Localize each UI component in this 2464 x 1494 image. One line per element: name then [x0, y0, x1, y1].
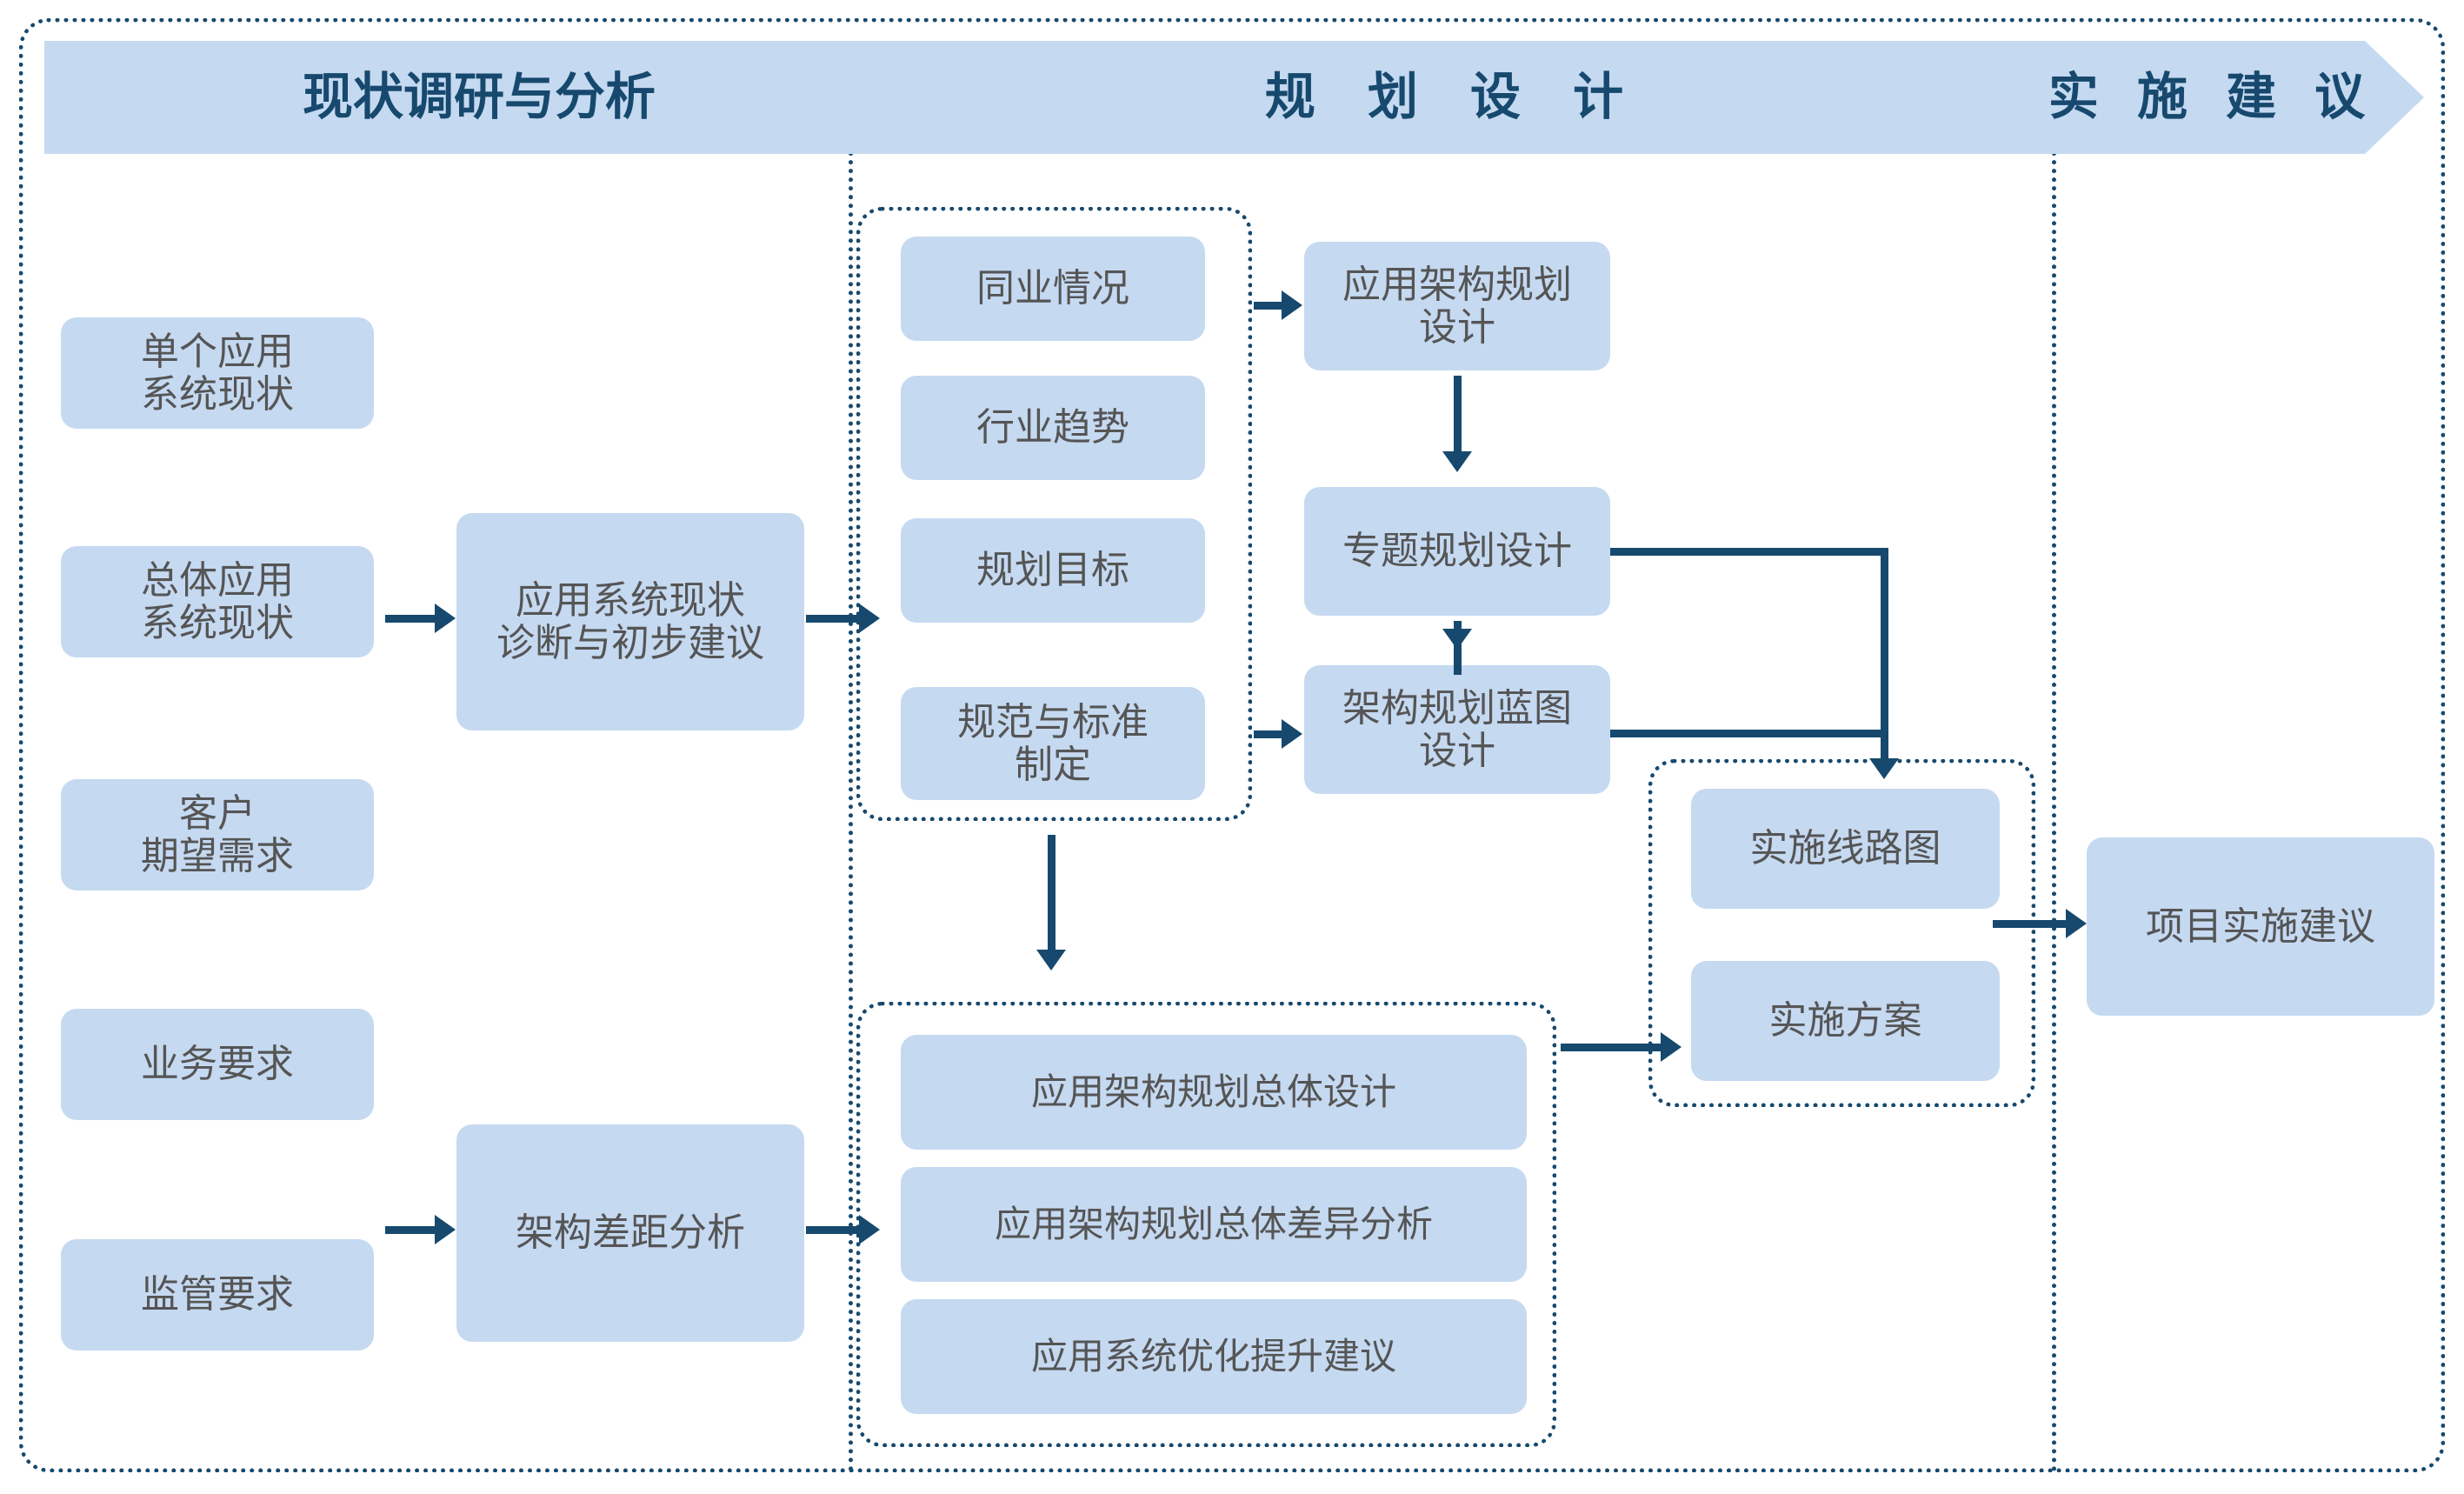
node-overall-2[interactable]: 应用架构规划总体差异分析 — [901, 1167, 1527, 1282]
connector-input4-analysis2-line — [385, 1226, 436, 1234]
node-impl-2[interactable]: 实施方案 — [1691, 961, 2000, 1081]
phase-divider-2 — [2052, 90, 2056, 1472]
node-input-2[interactable]: 总体应用 系统现状 — [61, 546, 374, 657]
group-overall-design — [856, 1002, 1556, 1447]
connector-analysis1-planninggroup-arrow — [859, 604, 880, 633]
connector-planninggroup-overallgroup-line — [1048, 835, 1056, 957]
node-analysis-2[interactable]: 架构差距分析 — [456, 1124, 804, 1342]
node-plan-1[interactable]: 应用架构规划 设计 — [1304, 242, 1610, 370]
connector-planninggroup-overallgroup-arrow — [1036, 950, 1066, 970]
phase-banner-implementation: 实 施 建 议 — [1989, 41, 2424, 154]
node-input-5[interactable]: 监管要求 — [61, 1239, 374, 1351]
connector-plan1-plan2-arrow — [1442, 451, 1472, 472]
node-plan-input-1[interactable]: 同业情况 — [901, 237, 1205, 341]
node-overall-1[interactable]: 应用架构规划总体设计 — [901, 1035, 1527, 1150]
phase-banner-label: 规 划 设 计 — [1264, 69, 1643, 125]
node-input-3[interactable]: 客户 期望需求 — [61, 779, 374, 890]
node-plan-input-3[interactable]: 规划目标 — [901, 518, 1205, 623]
connector-implgroup-outcome-arrow — [2066, 909, 2087, 938]
connector-planinput4-plan3-arrow — [1282, 719, 1302, 749]
connector-analysis2-overallgroup-line — [806, 1226, 860, 1234]
connector-input2-analysis1-arrow — [435, 604, 456, 633]
connector-analysis2-overallgroup-arrow — [859, 1215, 880, 1244]
group-implementation — [1648, 759, 2035, 1107]
connector-input2-analysis1-line — [385, 615, 436, 623]
connector-plan2-impl-hline — [1610, 548, 1888, 556]
connector-plan2-plan3-arrow — [1442, 629, 1472, 650]
phase-divider-1 — [849, 90, 853, 1472]
connector-planinput1-plan1-arrow — [1282, 290, 1302, 320]
node-plan-3[interactable]: 架构规划蓝图 设计 — [1304, 665, 1610, 794]
node-impl-1[interactable]: 实施线路图 — [1691, 789, 2000, 909]
phase-banner-label: 现状调研与分析 — [302, 69, 656, 125]
phase-banner-planning-design: 规 划 设 计 — [788, 41, 2101, 154]
node-input-1[interactable]: 单个应用 系统现状 — [61, 317, 374, 429]
connector-input4-analysis2-arrow — [435, 1215, 456, 1244]
connector-overallgroup-implgroup-arrow — [1661, 1032, 1682, 1062]
connector-planinput1-plan1-line — [1254, 302, 1283, 310]
phase-banner-current-state: 现状调研与分析 — [44, 41, 914, 154]
connector-planinput4-plan3-line — [1254, 730, 1283, 738]
node-plan-input-2[interactable]: 行业趋势 — [901, 376, 1205, 480]
node-outcome-1[interactable]: 项目实施建议 — [2087, 837, 2434, 1016]
connector-plan1-plan2-line — [1454, 376, 1462, 454]
node-plan-input-4[interactable]: 规范与标准 制定 — [901, 687, 1205, 800]
connector-plan3-impl-hline — [1610, 730, 1888, 737]
connector-implgroup-outcome-line — [1993, 920, 2071, 928]
node-overall-3[interactable]: 应用系统优化提升建议 — [901, 1299, 1527, 1414]
phase-banner-label: 实 施 建 议 — [2048, 69, 2378, 125]
group-planning-inputs — [856, 207, 1252, 821]
connector-overallgroup-implgroup-line — [1561, 1044, 1665, 1051]
connector-impl-vline — [1881, 548, 1888, 765]
node-input-4[interactable]: 业务要求 — [61, 1009, 374, 1120]
connector-analysis1-planninggroup-line — [806, 615, 860, 623]
node-plan-2[interactable]: 专题规划设计 — [1304, 487, 1610, 616]
node-analysis-1[interactable]: 应用系统现状 诊断与初步建议 — [456, 513, 804, 730]
